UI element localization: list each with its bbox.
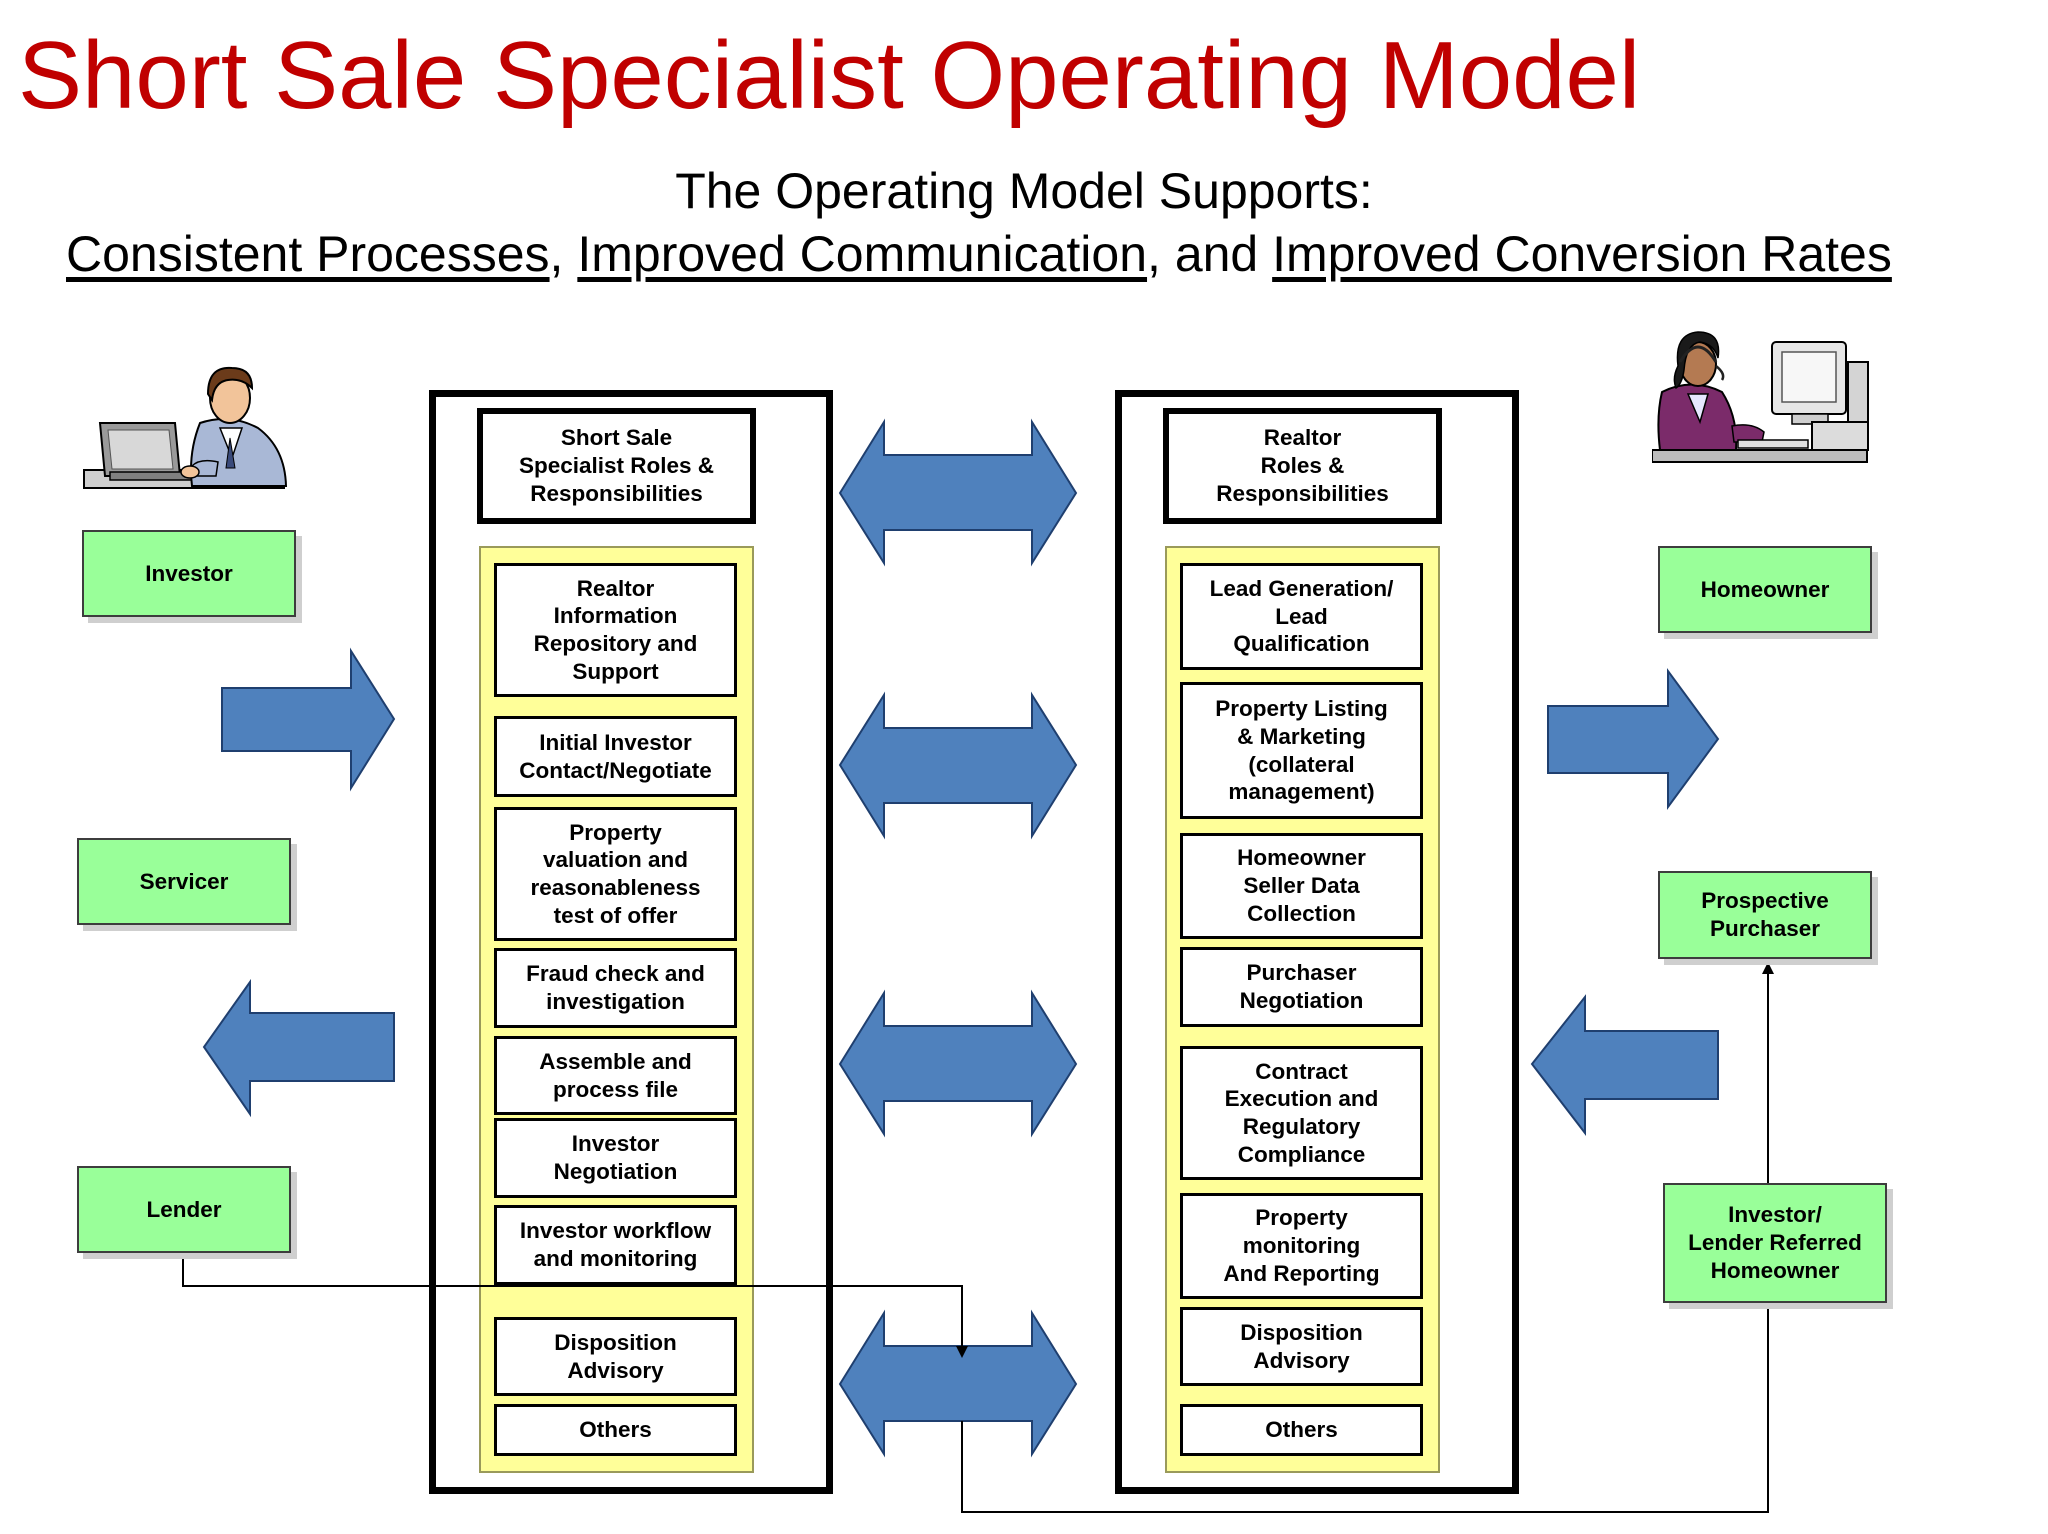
double-arrow-3: [838, 989, 1078, 1138]
role-property-valuation: Property valuation and reasonableness te…: [494, 807, 737, 941]
double-arrow-2: [838, 691, 1078, 840]
party-prospective-purchaser: Prospective Purchaser: [1658, 871, 1872, 959]
role-disposition-advisory-left: Disposition Advisory: [494, 1317, 737, 1396]
party-investor-lender-referred-homeowner: Investor/ Lender Referred Homeowner: [1663, 1183, 1887, 1303]
double-arrow-1: [838, 418, 1078, 567]
subtitle-improved-conversion-rates: Improved Conversion Rates: [1272, 226, 1892, 282]
arrow-right-out-of-realtor: [1547, 667, 1720, 811]
subtitle-separator-2: , and: [1147, 226, 1273, 282]
role-disposition-advisory-right: Disposition Advisory: [1180, 1307, 1423, 1386]
role-assemble-process-file: Assemble and process file: [494, 1036, 737, 1115]
role-fraud-check: Fraud check and investigation: [494, 948, 737, 1028]
role-purchaser-negotiation: Purchaser Negotiation: [1180, 947, 1423, 1027]
man-at-laptop-icon: [83, 366, 288, 489]
party-homeowner: Homeowner: [1658, 546, 1872, 633]
role-property-listing: Property Listing & Marketing (collateral…: [1180, 682, 1423, 819]
role-investor-negotiation: Investor Negotiation: [494, 1118, 737, 1198]
subtitle-separator-1: ,: [549, 226, 578, 282]
role-contract-execution: Contract Execution and Regulatory Compli…: [1180, 1046, 1423, 1180]
role-realtor-information-repository: Realtor Information Repository and Suppo…: [494, 563, 737, 697]
subtitle-line-2: Consistent Processes, Improved Communica…: [66, 229, 1892, 279]
subtitle-improved-communication: Improved Communication: [577, 226, 1148, 282]
role-initial-investor-contact: Initial Investor Contact/Negotiate: [494, 716, 737, 797]
subtitle-consistent-processes: Consistent Processes: [66, 226, 550, 282]
role-property-monitoring: Property monitoring And Reporting: [1180, 1193, 1423, 1299]
arrow-left-out-of-specialist: [202, 978, 395, 1118]
role-others-right: Others: [1180, 1404, 1423, 1456]
role-investor-workflow: Investor workflow and monitoring: [494, 1205, 737, 1285]
page-title: Short Sale Specialist Operating Model: [18, 22, 1641, 129]
subtitle-line-1: The Operating Model Supports:: [675, 163, 1373, 219]
party-investor: Investor: [82, 530, 296, 617]
party-servicer: Servicer: [77, 838, 291, 925]
party-lender: Lender: [77, 1166, 291, 1253]
arrow-right-into-specialist: [221, 647, 396, 792]
woman-at-computer-icon: [1652, 331, 1869, 463]
bottom-connector-line: [961, 1306, 1769, 1513]
role-lead-generation: Lead Generation/ Lead Qualification: [1180, 563, 1423, 670]
role-homeowner-seller-data: Homeowner Seller Data Collection: [1180, 833, 1423, 939]
arrow-left-into-realtor: [1530, 994, 1719, 1136]
role-others-left: Others: [494, 1404, 737, 1456]
specialist-roles-header: Short Sale Specialist Roles & Responsibi…: [477, 408, 756, 524]
realtor-roles-header: Realtor Roles & Responsibilities: [1163, 408, 1442, 524]
double-arrow-4: [838, 1309, 1078, 1458]
lender-connector-line: [182, 1256, 968, 1358]
